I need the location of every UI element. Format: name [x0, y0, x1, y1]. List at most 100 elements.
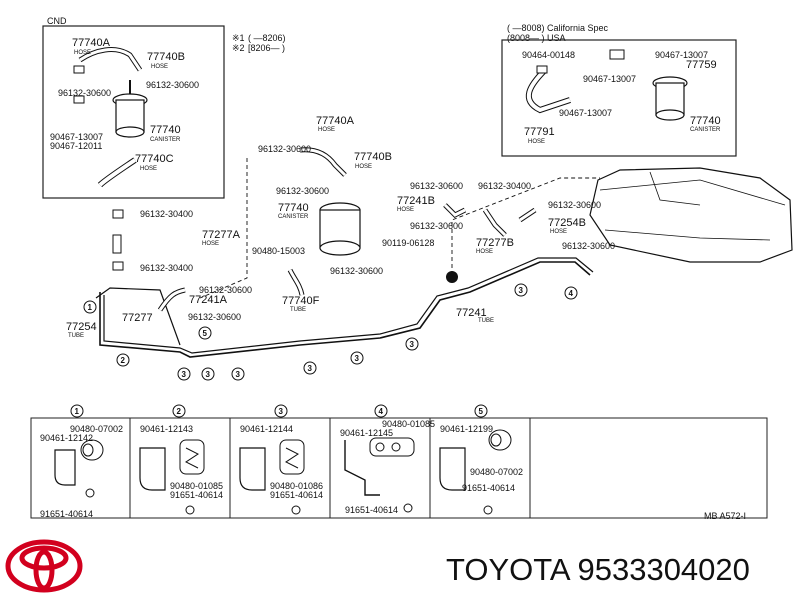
svg-text:3: 3 — [236, 370, 241, 379]
label: 77740B — [354, 151, 392, 163]
label: 96132-30600 — [330, 266, 383, 276]
brand-part-number: TOYOTA 9533304020 — [446, 552, 750, 587]
part-number: 90461-12143 — [140, 424, 193, 434]
label: 77277B — [476, 237, 514, 249]
label: HOSE — [318, 127, 335, 133]
callout-3: 3 — [177, 367, 191, 381]
svg-text:3: 3 — [182, 370, 187, 379]
label: 77740C — [135, 153, 174, 165]
callout-3: 3 — [405, 337, 419, 351]
part-number: 90461-12144 — [240, 424, 293, 434]
detail-panel-4: 4 90480-01085 90461-12145 91651-40614 — [340, 404, 435, 515]
label: 90464-00148 — [522, 50, 575, 60]
legend-mark-2: ※2 — [232, 43, 245, 53]
small-hoses — [157, 203, 537, 312]
legend-text-1: ( —8206) — [248, 33, 286, 43]
detail-panels: 1 90480-07002 90461-12142 91651-40614 2 … — [30, 404, 768, 521]
label: 90467-13007 — [655, 50, 708, 60]
svg-text:3: 3 — [206, 370, 211, 379]
callout-4: 4 — [564, 286, 578, 300]
part-number: 91651-40614 — [170, 490, 223, 500]
inset-california-frame — [501, 39, 737, 157]
label: 96132-30600 — [276, 186, 329, 196]
main-labels: 96132-30600 77740A HOSE 77740B HOSE 9613… — [66, 115, 615, 339]
label: 96132-30600 — [562, 241, 615, 251]
svg-text:5: 5 — [479, 407, 484, 416]
label: 77740 — [278, 202, 309, 214]
svg-text:2: 2 — [121, 356, 126, 365]
leader-lines — [199, 158, 600, 299]
part-number: 90480-07002 — [470, 467, 523, 477]
inset-cnd-frame — [42, 25, 225, 199]
label: 77241B — [397, 195, 435, 207]
figure-code: MB A572-I — [704, 511, 746, 521]
callout-3: 3 — [231, 367, 245, 381]
label: 96132-30600 — [258, 144, 311, 154]
detail-panel-1: 1 90480-07002 90461-12142 91651-40614 — [40, 404, 123, 519]
detail-panel-2: 2 90461-12143 90480-01085 91651-40614 — [139, 404, 223, 515]
label: CANISTER — [150, 137, 181, 143]
part-number: 90480-01086 — [270, 481, 323, 491]
label: 77740A — [72, 37, 111, 49]
svg-text:1: 1 — [75, 407, 80, 416]
callout-3: 3 — [514, 283, 528, 297]
svg-text:4: 4 — [379, 407, 384, 416]
label: 96132-30400 — [140, 263, 193, 273]
label: 77740 — [690, 115, 721, 127]
part-number: 90461-12145 — [340, 428, 393, 438]
detail-panel-5: 5 90461-12199 90480-07002 91651-40614 — [439, 404, 523, 515]
label: TUBE — [478, 318, 494, 324]
svg-text:5: 5 — [203, 329, 208, 338]
label: 77791 — [524, 126, 555, 138]
label: 96132-30600 — [199, 285, 252, 295]
label: 77740A — [316, 115, 355, 127]
label: 77740B — [147, 51, 185, 63]
part-number: 91651-40614 — [345, 505, 398, 515]
inset-cnd-title: CND — [47, 16, 67, 26]
callout-2: 2 — [116, 353, 130, 367]
part-number: 90480-07002 — [70, 424, 123, 434]
label: 90480-15003 — [252, 246, 305, 256]
legend: ※1 ( —8206) ※2 [8206— ) — [232, 33, 286, 53]
label: 77241A — [189, 294, 228, 306]
part-number: 91651-40614 — [40, 509, 93, 519]
label: CANISTER — [690, 127, 721, 133]
label: 96132-30600 — [188, 312, 241, 322]
label: 90467-13007 — [50, 132, 103, 142]
part-number: 91651-40614 — [270, 490, 323, 500]
detail-panel-3: 3 90461-12144 90480-01086 91651-40614 — [239, 404, 323, 515]
svg-text:4: 4 — [569, 289, 574, 298]
svg-text:3: 3 — [279, 407, 284, 416]
label: 77241 — [456, 307, 487, 319]
label: 77740 — [150, 124, 181, 136]
marker-dot — [446, 271, 458, 283]
legend-mark-1: ※1 — [232, 33, 245, 43]
label: 77254B — [548, 217, 586, 229]
label: HOSE — [476, 249, 493, 255]
label: TUBE — [68, 333, 84, 339]
label: HOSE — [550, 229, 567, 235]
callouts: 1 2 3 3 3 3 3 3 3 4 5 — [83, 283, 578, 381]
label: 90467-13007 — [583, 74, 636, 84]
part-number: 90480-01085 — [382, 419, 435, 429]
svg-text:2: 2 — [177, 407, 182, 416]
detail-frame — [30, 417, 768, 519]
part-number: 91651-40614 — [462, 483, 515, 493]
label: 96132-30400 — [140, 209, 193, 219]
label: CANISTER — [278, 214, 309, 220]
label: 90467-13007 — [559, 108, 612, 118]
footer — [0, 528, 800, 600]
label: HOSE — [355, 164, 372, 170]
label: TUBE — [290, 307, 306, 313]
label: HOSE — [140, 166, 157, 172]
label: 77740F — [282, 295, 320, 307]
label: 77277A — [202, 229, 241, 241]
callout-3: 3 — [201, 367, 215, 381]
label: 96132-30600 — [410, 181, 463, 191]
label: HOSE — [151, 64, 168, 70]
label: 96132-30400 — [478, 181, 531, 191]
label: HOSE — [202, 241, 219, 247]
label: HOSE — [528, 139, 545, 145]
label: 96132-30600 — [410, 221, 463, 231]
